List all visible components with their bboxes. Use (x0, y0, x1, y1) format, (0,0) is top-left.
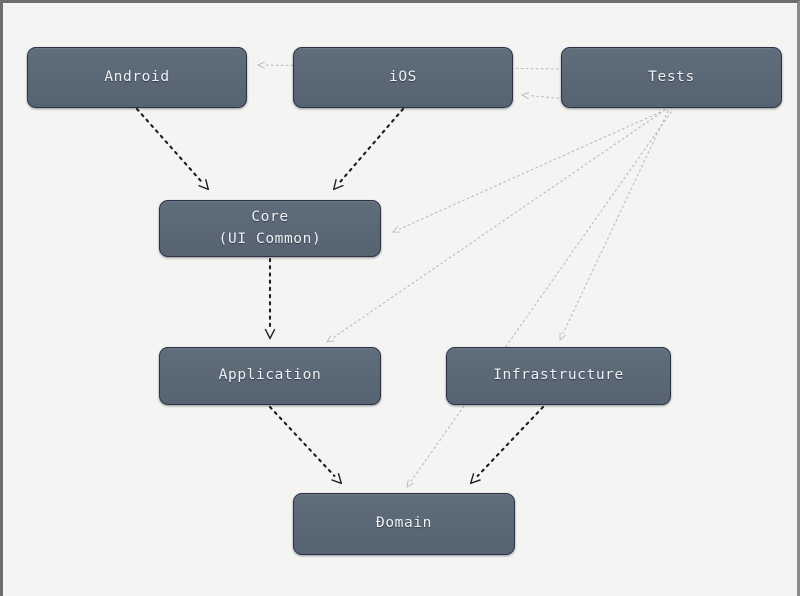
node-infrastructure[interactable]: Infrastructure (446, 347, 671, 405)
edge-application-to-domain (268, 405, 341, 483)
node-tests[interactable]: Tests (561, 47, 782, 108)
node-ios-label: iOS (389, 68, 417, 85)
node-core-sublabel: (UI Common) (218, 230, 322, 247)
edge-tests-to-infrastructure (559, 110, 669, 341)
edge-android-to-core (135, 107, 208, 189)
node-application-label: Application (218, 367, 322, 384)
node-infrastructure-label: Infrastructure (493, 367, 624, 384)
node-android-label: Android (104, 68, 170, 85)
node-core[interactable]: Core (UI Common) (159, 200, 381, 257)
edge-ios-to-core (334, 107, 405, 189)
node-application[interactable]: Application (159, 347, 381, 405)
node-tests-label: Tests (648, 68, 695, 85)
node-core-label: Core (251, 209, 289, 226)
edge-tests-to-domain (406, 111, 672, 488)
node-domain[interactable]: Đomain (293, 493, 515, 555)
node-ios[interactable]: iOS (293, 47, 513, 108)
edge-tests-to-core (392, 109, 666, 233)
node-domain-label: Đomain (376, 515, 432, 532)
edge-infrastructure-to-domain (471, 405, 545, 483)
node-android[interactable]: Android (27, 47, 247, 108)
